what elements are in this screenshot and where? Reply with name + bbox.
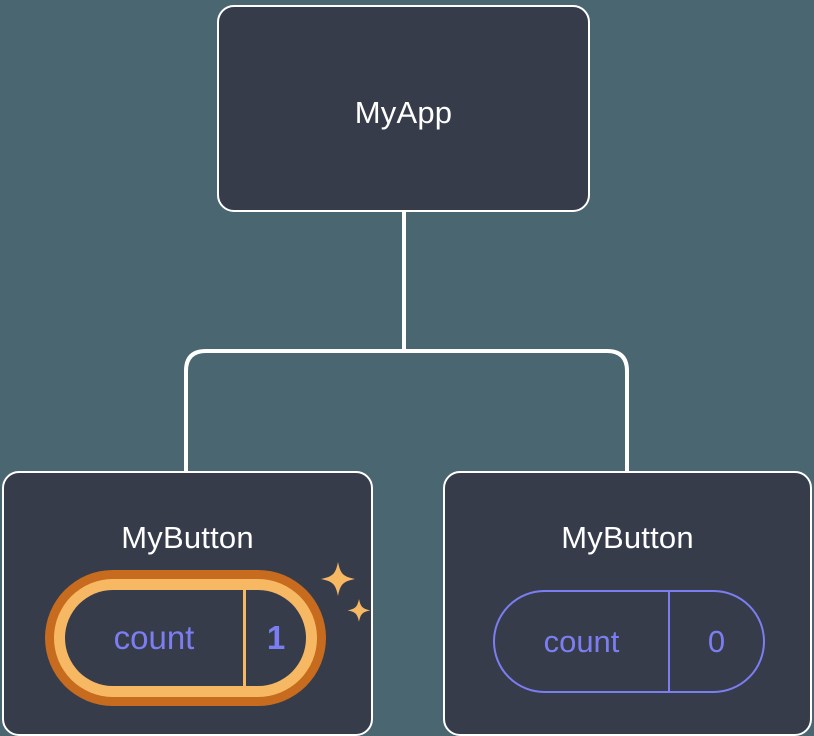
node-myapp-title: MyApp bbox=[354, 95, 453, 130]
connector-branch-right bbox=[404, 349, 629, 474]
state-pill-key-right: count bbox=[495, 592, 670, 691]
node-mybutton-left-title: MyButton bbox=[121, 520, 254, 555]
state-pill-body: count 1 bbox=[65, 590, 306, 686]
state-pill-key-left: count bbox=[65, 590, 246, 686]
node-mybutton-right-title: MyButton bbox=[561, 520, 694, 555]
state-pill-inner-ring: count 1 bbox=[54, 579, 317, 697]
state-pill-count-left[interactable]: count 1 bbox=[45, 570, 326, 706]
state-pill-value-left: 1 bbox=[266, 619, 286, 656]
state-pill-value-right: 0 bbox=[707, 623, 726, 659]
connector-branch-left bbox=[184, 349, 404, 474]
node-myapp[interactable]: MyApp bbox=[217, 5, 590, 212]
state-pill-count-right[interactable]: count 0 bbox=[493, 590, 765, 693]
